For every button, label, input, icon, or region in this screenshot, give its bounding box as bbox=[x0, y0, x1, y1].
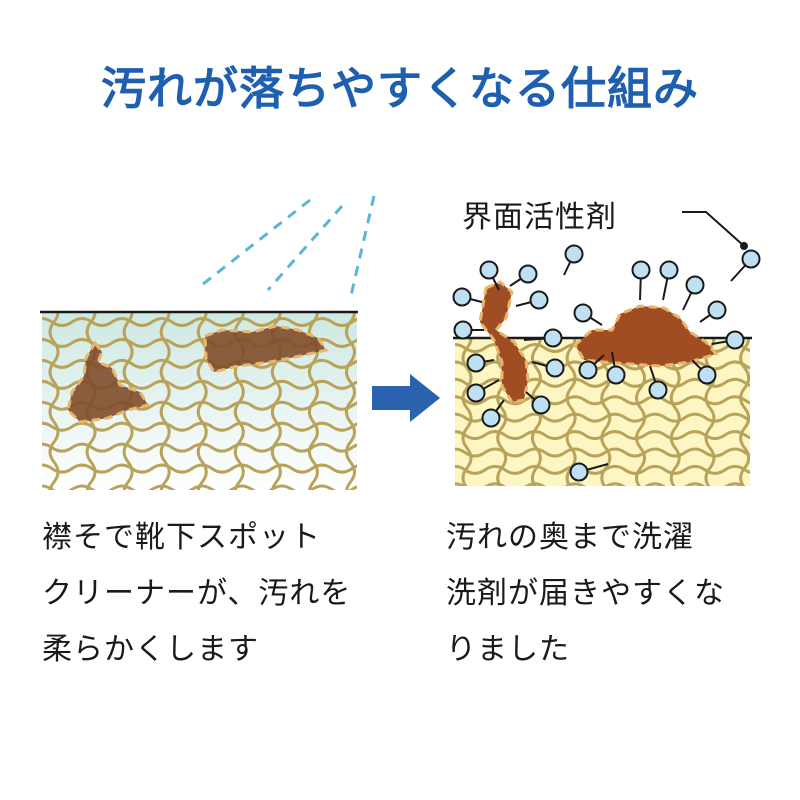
caption-right-line: りました bbox=[446, 632, 570, 667]
surfactant-head bbox=[531, 395, 551, 415]
right-arrow-icon bbox=[372, 374, 440, 422]
caption-left-line: クリーナーが、汚れを bbox=[42, 576, 352, 611]
surfactant-head bbox=[631, 260, 651, 280]
fabric-right bbox=[452, 211, 761, 486]
surfactant-head bbox=[659, 260, 679, 280]
caption-left-line: 柔らかくします bbox=[42, 632, 259, 667]
fabric-left bbox=[40, 310, 358, 490]
stain-right-2 bbox=[573, 304, 719, 368]
surfactant-head bbox=[685, 275, 705, 295]
surfactant-head bbox=[741, 249, 761, 269]
surfactant-label-leader bbox=[682, 211, 748, 250]
surfactant-head bbox=[606, 365, 626, 385]
stain-right-1 bbox=[478, 280, 530, 404]
stain-left-2 bbox=[203, 324, 329, 374]
surfactant-head bbox=[452, 287, 472, 307]
caption-left: 襟そで靴下スポット クリーナーが、汚れを 柔らかくします bbox=[42, 510, 351, 678]
surfactant-head bbox=[466, 353, 486, 373]
surfactant-head bbox=[648, 380, 668, 400]
stain-left-1 bbox=[66, 340, 151, 424]
surfactant-head bbox=[529, 290, 549, 310]
surfactant-head bbox=[453, 320, 473, 340]
surfactant-head bbox=[543, 328, 563, 348]
surfactant-head bbox=[707, 300, 727, 320]
caption-right-line: 汚れの奥まで洗濯 bbox=[446, 520, 694, 555]
spray-mist-icon bbox=[197, 195, 376, 301]
surfactant-head bbox=[569, 462, 589, 482]
surfactant-head bbox=[578, 360, 598, 380]
surfactant-head bbox=[545, 358, 565, 378]
surfactant-head bbox=[725, 330, 745, 350]
surfactant-head bbox=[466, 383, 486, 403]
page-title: 汚れが落ちやすくなる仕組み bbox=[100, 62, 699, 115]
surfactant-head bbox=[479, 260, 499, 280]
caption-left-line: 襟そで靴下スポット bbox=[42, 520, 321, 555]
surfactant-head bbox=[573, 303, 593, 323]
surfactant-head bbox=[481, 408, 501, 428]
surfactant-head bbox=[518, 264, 538, 284]
surfactant-molecules bbox=[452, 244, 761, 482]
caption-right-line: 洗剤が届きやすくな bbox=[446, 576, 725, 611]
caption-right: 汚れの奥まで洗濯 洗剤が届きやすくな りました bbox=[446, 510, 725, 678]
surfactant-label: 界面活性剤 bbox=[462, 200, 617, 235]
surfactant-head bbox=[564, 244, 584, 264]
surfactant-head bbox=[697, 365, 717, 385]
